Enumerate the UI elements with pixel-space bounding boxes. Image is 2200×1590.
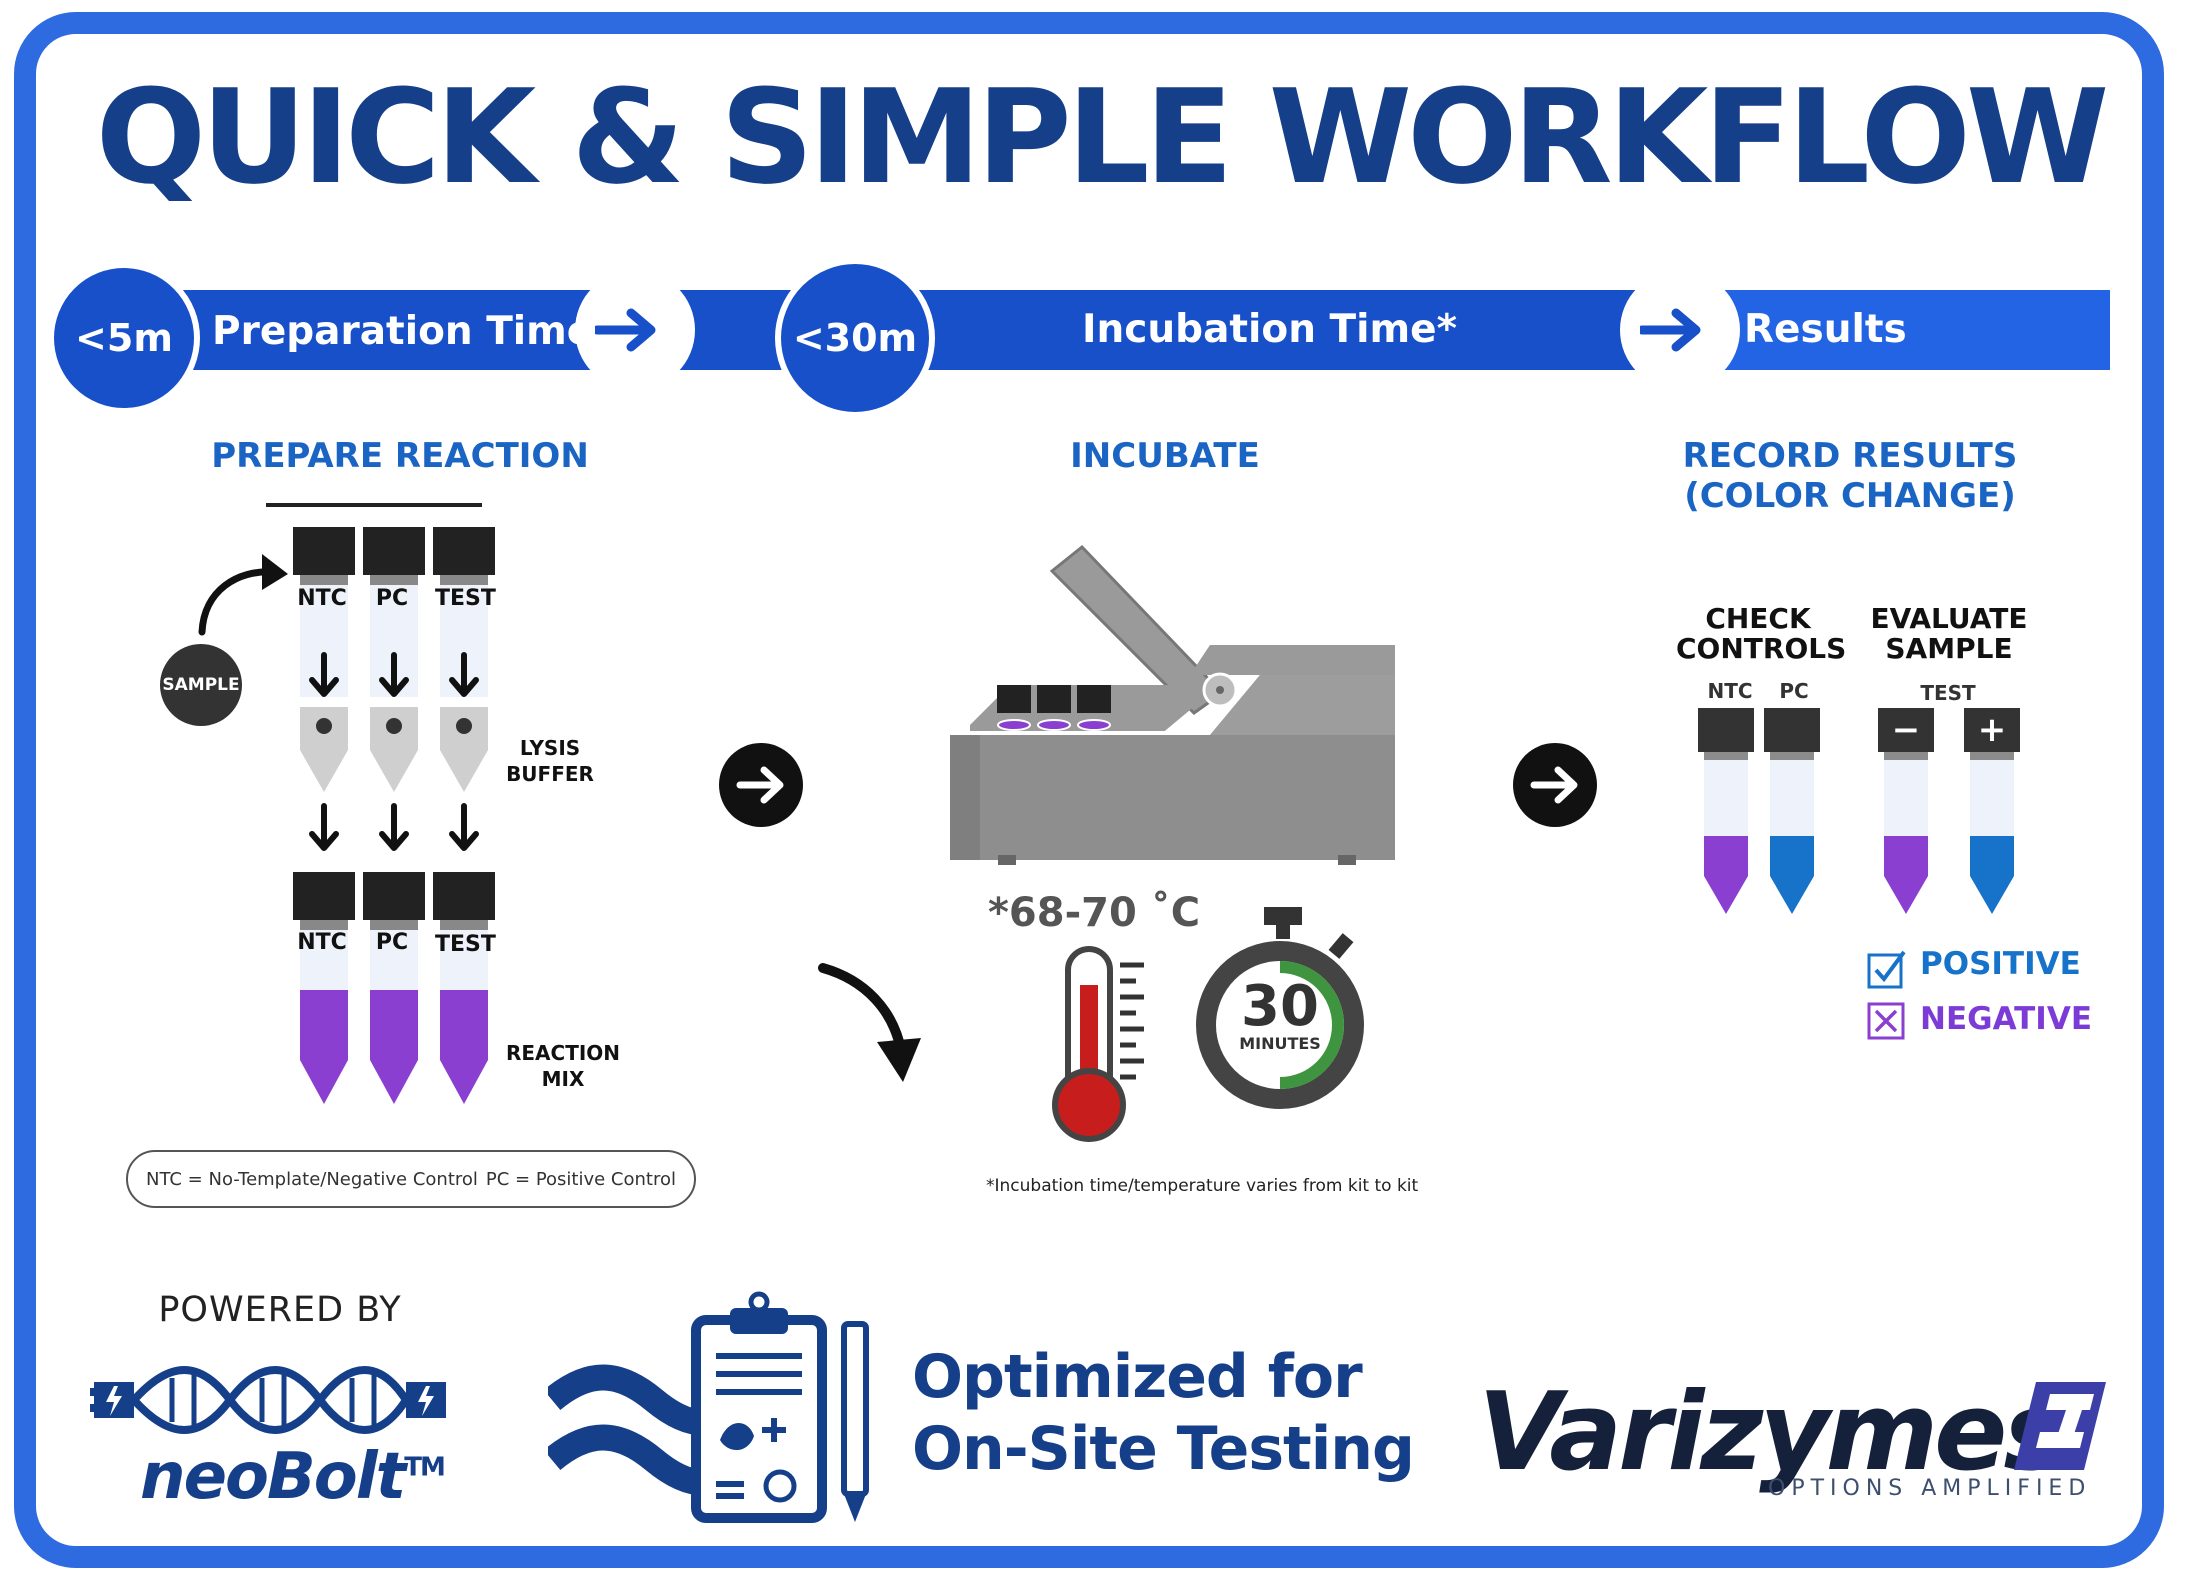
results-band	[1700, 290, 2110, 370]
prep-time-label: Preparation Time	[212, 309, 594, 354]
record-results-heading: RECORD RESULTS (COLOR CHANGE)	[1640, 436, 2060, 516]
curved-arrow-icon	[818, 963, 921, 1082]
sample-badge: SAMPLE	[160, 644, 242, 726]
result-tubes	[1698, 708, 2020, 914]
plus-sign: +	[1977, 710, 2007, 750]
lysis-buffer-label: LYSIS BUFFER	[500, 735, 600, 787]
evaluate-line1: EVALUATE	[1870, 602, 2028, 635]
check-line1: CHECK	[1705, 602, 1811, 635]
page-title: QUICK & SIMPLE WORKFLOW	[95, 61, 2110, 213]
incubation-time-badge: <30m	[775, 258, 935, 418]
timer-value: 30	[1241, 974, 1319, 1039]
tube-label-ntc: NTC	[297, 586, 347, 611]
neobolt-logo: neoBoltTM	[140, 1440, 446, 1514]
page-border	[14, 12, 2164, 1568]
record-results-line1: RECORD RESULTS	[1682, 436, 2018, 476]
incubation-footnote: *Incubation time/temperature varies from…	[986, 1176, 1419, 1196]
evaluate-sample-label: EVALUATE SAMPLE	[1864, 604, 2034, 664]
legend-pc: PC = Positive Control	[485, 1168, 676, 1190]
tube-group-line	[266, 503, 482, 507]
record-results-line2: (COLOR CHANGE)	[1684, 476, 2016, 516]
onsite-testing-icon	[548, 1291, 869, 1523]
positive-label: POSITIVE	[1920, 946, 2081, 982]
heat-block-icon	[948, 544, 1398, 865]
reaction-line1: REACTION	[505, 1041, 621, 1065]
right-arrow-icon	[1640, 308, 1701, 352]
varizymes-emblem-icon	[2014, 1382, 2106, 1470]
result-test-label: TEST	[1920, 681, 1976, 705]
timer-unit: MINUTES	[1239, 1034, 1321, 1053]
prep-time-badge: <5m	[48, 262, 200, 414]
stopwatch-icon	[1196, 907, 1364, 1109]
checkbox-x-icon	[1867, 1002, 1905, 1040]
neobolt-trademark: TM	[404, 1452, 446, 1483]
abbreviation-legend: NTC = No-Template/Negative Control PC = …	[126, 1150, 696, 1208]
varizymes-wordmark: Varizymes	[1478, 1370, 2068, 1495]
tube-label-ntc-bottom: NTC	[297, 930, 347, 955]
negative-label: NEGATIVE	[1920, 1001, 2092, 1037]
step-arrow-icon	[1513, 743, 1597, 827]
dna-plug-logo-icon	[90, 1366, 446, 1434]
results-label: Results	[1744, 307, 1907, 352]
check-controls-label: CHECK CONTROLS	[1676, 602, 1847, 665]
checkbox-checked-icon	[1867, 950, 1906, 989]
minus-sign: −	[1891, 710, 1921, 750]
result-pc-label: PC	[1779, 679, 1809, 703]
lysis-line1: LYSIS	[519, 736, 581, 760]
tube-label-pc: PC	[375, 586, 409, 611]
right-arrow-icon	[595, 308, 656, 352]
tube-label-test: TEST	[435, 586, 496, 611]
lysis-line2: BUFFER	[506, 762, 594, 786]
tube-label-test-bottom: TEST	[435, 932, 496, 957]
result-ntc-label: NTC	[1707, 679, 1753, 703]
incubate-heading: INCUBATE	[1070, 436, 1260, 476]
powered-by-label: POWERED BY	[158, 1290, 402, 1330]
step-arrow-icon	[719, 743, 803, 827]
tube-diagram	[198, 527, 495, 1104]
prepare-reaction-heading: PREPARE REACTION	[211, 436, 589, 476]
neobolt-wordmark: neoBolt	[140, 1440, 406, 1514]
reaction-line2: MIX	[541, 1067, 585, 1091]
reaction-mix-label: REACTION MIX	[500, 1040, 626, 1092]
evaluate-line2: SAMPLE	[1885, 632, 2013, 665]
legend-ntc: NTC = No-Template/Negative Control	[145, 1168, 478, 1190]
temperature-label: *68-70 ˚C	[988, 890, 1201, 936]
thermometer-icon	[1052, 946, 1144, 1142]
tube-label-pc-bottom: PC	[375, 930, 409, 955]
tagline: OPTIONS AMPLIFIED	[1768, 1476, 2092, 1501]
optimized-line2: On-Site Testing	[912, 1414, 1415, 1484]
check-line2: CONTROLS	[1676, 632, 1847, 665]
optimized-line1: Optimized for	[912, 1342, 1363, 1412]
incubation-time-label: Incubation Time*	[1082, 307, 1457, 352]
